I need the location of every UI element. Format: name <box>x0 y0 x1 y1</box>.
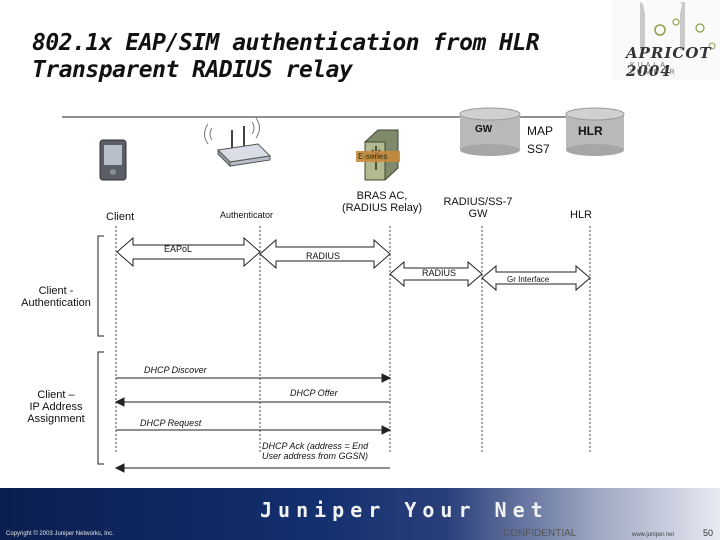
arrowhead-dhcp-ack <box>114 463 125 473</box>
arrowhead-dhcp-discover <box>381 373 392 383</box>
node-hlr: HLR <box>570 209 593 221</box>
e-series-label: E-series <box>358 152 388 161</box>
phase-ip-assignment: Client – IP Address Assignment <box>14 389 98 425</box>
msg-dhcp-ack: DHCP Ack (address = End User address fro… <box>262 441 368 461</box>
msg-dhcp-discover: DHCP Discover <box>144 365 207 375</box>
phase-ip-line-2: IP Address <box>29 401 83 413</box>
node-radius-gw-line-2: GW <box>468 208 488 220</box>
footer-website: www.juniper.net <box>632 532 675 538</box>
hlr-cylinder-icon <box>565 107 625 156</box>
msg-dhcp-request: DHCP Request <box>140 418 202 428</box>
arrow-radius-1 <box>259 238 391 270</box>
node-bras-line-1: BRAS AC, <box>356 190 408 202</box>
lifelines <box>115 226 591 452</box>
brace-ip-assignment <box>97 351 104 465</box>
phase-authentication-line-2: Authentication <box>21 297 91 309</box>
msg-dhcp-offer: DHCP Offer <box>290 388 338 398</box>
arrowhead-dhcp-request <box>381 425 392 435</box>
node-authenticator: Authenticator <box>220 210 274 220</box>
footer-brand: Juniper Your Net <box>260 498 549 522</box>
msg-gr-interface: Gr Interface <box>507 275 550 284</box>
node-radius-gw-line-1: RADIUS/SS-7 <box>443 196 513 208</box>
footer-confidential: CONFIDENTIAL <box>503 528 577 539</box>
msg-dhcp-ack-line-2: User address from GGSN) <box>262 451 369 461</box>
e-series-router-icon <box>356 129 400 181</box>
access-point-icon <box>204 117 272 168</box>
msg-dhcp-ack-line-1: DHCP Ack (address = End <box>262 441 369 451</box>
msg-radius-1: RADIUS <box>306 251 341 261</box>
map-label: MAP <box>527 124 554 138</box>
arrowhead-dhcp-offer <box>114 397 125 407</box>
hlr-cylinder-label: HLR <box>578 124 603 138</box>
node-radius-gw: RADIUS/SS-7 GW <box>428 196 528 220</box>
apricot-logo <box>612 0 720 80</box>
gw-cylinder-label: GW <box>475 124 493 135</box>
footer-copyright: Copyright © 2003 Juniper Networks, Inc. <box>6 531 114 537</box>
phase-ip-line-1: Client – <box>37 389 75 401</box>
title-line-1: 802.1x EAP/SIM authentication from HLR <box>32 30 540 56</box>
node-bras: BRAS AC, (RADIUS Relay) <box>332 190 432 214</box>
msg-radius-2: RADIUS <box>422 268 457 278</box>
arrow-gr-interface <box>481 264 591 292</box>
footer-banner <box>0 488 720 540</box>
logo-location: KUALA LUMPUR <box>630 62 678 76</box>
title-line-2: Transparent RADIUS relay <box>32 57 353 83</box>
node-client: Client <box>106 211 135 223</box>
phase-ip-line-3: Assignment <box>27 413 85 425</box>
brace-authentication <box>97 235 104 337</box>
phase-authentication: Client - Authentication <box>14 285 98 309</box>
logo-apricot: APRICOT 2004 <box>626 44 712 80</box>
arrow-radius-2 <box>389 260 483 288</box>
arrow-eapol <box>116 236 261 268</box>
node-bras-line-2: (RADIUS Relay) <box>341 202 423 214</box>
page-number: 50 <box>703 528 714 538</box>
msg-eapol: EAPoL <box>164 244 193 254</box>
ss7-label: SS7 <box>527 142 550 156</box>
gw-cylinder-icon <box>459 107 521 156</box>
phase-authentication-line-1: Client - <box>38 285 74 297</box>
pda-icon <box>99 139 127 181</box>
slide-title: 802.1x EAP/SIM authentication from HLR T… <box>32 30 592 84</box>
